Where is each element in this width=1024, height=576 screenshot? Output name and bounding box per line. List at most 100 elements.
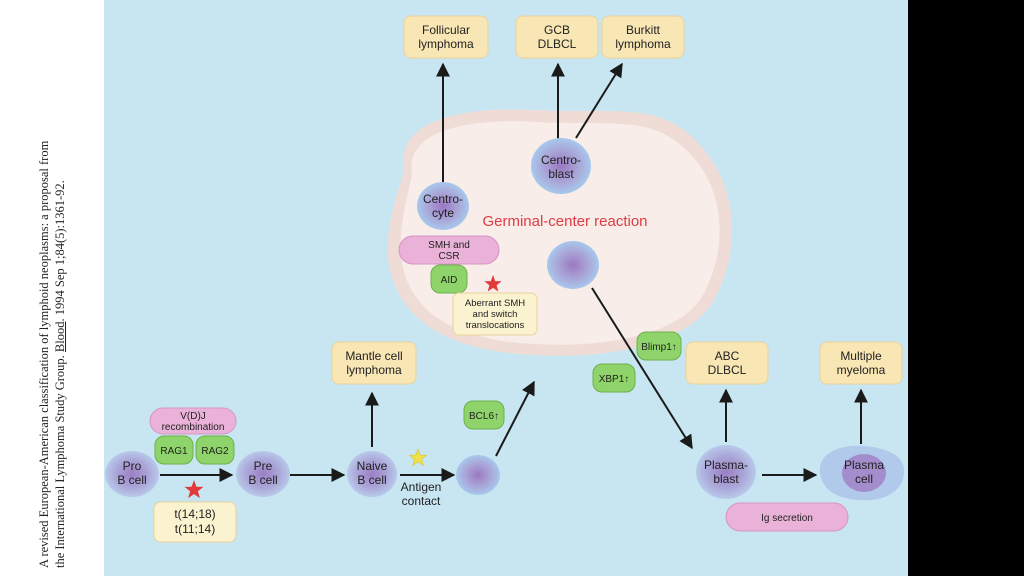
arrows <box>160 62 868 482</box>
lymphoma-burkitt-box <box>601 15 685 59</box>
tag-blimp1-label: Blimp1↑ <box>641 342 677 353</box>
lymphoma-myeloma-line1: Multiple <box>840 349 882 363</box>
tag-ig-secretion: Ig secretion <box>725 502 849 532</box>
cell-centrocyte-body <box>417 182 469 230</box>
cell-naive-b-line1: Naive <box>357 459 388 473</box>
tag-vdj: V(D)J recombination <box>149 407 237 435</box>
cell-centrocyte: Centro- cyte <box>417 182 469 230</box>
translocation-box: t(14;18) t(11;14) <box>153 501 237 543</box>
tag-blimp1: Blimp1↑ <box>636 331 682 361</box>
cell-plasmablast-line1: Plasma- <box>704 458 748 472</box>
lymphoma-myeloma-box <box>819 341 903 385</box>
cell-plasma-nucleus <box>842 454 886 492</box>
arrow-to-plasmablast <box>591 287 693 450</box>
lymphoma-myeloma-line2: myeloma <box>837 363 886 377</box>
tag-vdj-line1: V(D)J <box>180 411 206 422</box>
lymphoma-mantle-box <box>331 341 417 385</box>
red-star-icon-germinal <box>484 275 502 292</box>
citation-journal: Blood <box>53 321 67 353</box>
tag-ig-secretion-box <box>725 502 849 532</box>
translocation-line2: t(11;14) <box>175 522 215 536</box>
tag-rag1: RAG1 <box>154 435 194 465</box>
lymphoma-follicular: Follicular lymphoma <box>403 15 489 59</box>
germinal-center-inner <box>400 121 720 345</box>
lymphoma-gcb-line2: DLBCL <box>538 37 577 51</box>
tag-rag2: RAG2 <box>195 435 235 465</box>
aberrant-note-box <box>452 292 538 336</box>
lymphoma-abc-line1: ABC <box>715 349 740 363</box>
cell-centrocyte-line2: cyte <box>432 206 454 220</box>
aberrant-note-line2: and switch <box>473 309 518 320</box>
tag-bcl6-box <box>463 400 505 430</box>
cell-pro-b-body <box>105 451 159 497</box>
aberrant-note-line1: Aberrant SMH <box>465 298 525 309</box>
cell-centroblast-line2: blast <box>548 167 574 181</box>
right-margin <box>908 0 1024 576</box>
cell-pre-b-line1: Pre <box>254 459 273 473</box>
lymphoma-burkitt: Burkitt lymphoma <box>601 15 685 59</box>
tag-smh-csr: SMH and CSR <box>398 235 500 265</box>
arrow-to-burkitt <box>575 62 623 139</box>
germinal-center-label: Germinal-center reaction <box>482 213 647 230</box>
lymphoma-gcb-box <box>515 15 599 59</box>
cell-plasma: Plasma cell <box>819 445 905 501</box>
tag-bcl6: BCL6↑ <box>463 400 505 430</box>
cell-plasma-line2: cell <box>855 472 873 486</box>
translocation-line1: t(14;18) <box>174 507 215 521</box>
lymphoma-burkitt-line1: Burkitt <box>626 23 661 37</box>
lymphoma-burkitt-line2: lymphoma <box>615 37 671 51</box>
cell-centroblast-line1: Centro- <box>541 153 581 167</box>
cell-centrocyte-line1: Centro- <box>423 192 463 206</box>
tag-rag1-box <box>154 435 194 465</box>
cell-pro-b-line1: Pro <box>123 459 142 473</box>
tag-smh-csr-line2: CSR <box>438 251 459 262</box>
yellow-star-icon <box>408 448 428 467</box>
antigen-contact-line2: contact <box>402 494 441 508</box>
cell-pro-b-line2: B cell <box>117 473 146 487</box>
tag-rag2-box <box>195 435 235 465</box>
cell-pre-b: Pre B cell <box>236 451 290 497</box>
cell-pre-b-body <box>236 451 290 497</box>
tag-rag2-label: RAG2 <box>201 446 229 457</box>
lymphoma-follicular-box <box>403 15 489 59</box>
tag-aid-box <box>430 264 468 294</box>
lymphoma-abc-line2: DLBCL <box>708 363 747 377</box>
tag-vdj-line2: recombination <box>162 422 225 433</box>
lymphoma-abc-box <box>685 341 769 385</box>
citation-panel: A revised European-American classificati… <box>0 0 104 576</box>
translocation-box-frame <box>153 501 237 543</box>
red-star-icon <box>184 480 204 499</box>
tag-smh-csr-line1: SMH and <box>428 240 470 251</box>
tag-vdj-box <box>149 407 237 435</box>
tag-ig-secretion-label: Ig secretion <box>761 513 813 524</box>
tag-xbp1-box <box>592 363 636 393</box>
cell-germinal-center-exit <box>547 241 599 289</box>
tag-rag1-label: RAG1 <box>160 446 188 457</box>
tag-aid: AID <box>430 264 468 294</box>
citation-line-1: A revised European-American classificati… <box>37 140 51 568</box>
lymphoma-mantle: Mantle cell lymphoma <box>331 341 417 385</box>
citation-line-2-prefix: the International Lymphoma Study Group. <box>53 352 67 568</box>
cell-plasmablast-body <box>696 445 756 499</box>
cell-naive-b-body <box>347 451 397 497</box>
cell-activated-b <box>456 455 500 495</box>
cell-pre-b-line2: B cell <box>248 473 277 487</box>
cell-plasmablast-line2: blast <box>713 472 739 486</box>
cell-centroblast-body <box>531 138 591 194</box>
cell-plasmablast: Plasma- blast <box>696 445 756 499</box>
tag-aid-label: AID <box>441 275 458 286</box>
citation-line-2-suffix: . 1994 Sep 1;84(5):1361-92. <box>53 180 67 322</box>
cell-centroblast: Centro- blast <box>531 138 591 194</box>
b-cell-development-figure: Follicular lymphoma GCB DLBCL Burkitt ly… <box>104 0 908 576</box>
lymphoma-myeloma: Multiple myeloma <box>819 341 903 385</box>
citation-line-2: the International Lymphoma Study Group. … <box>52 8 68 568</box>
tag-bcl6-label: BCL6↑ <box>469 411 499 422</box>
citation-text: A revised European-American classificati… <box>36 8 68 568</box>
lymphoma-gcb-line1: GCB <box>544 23 570 37</box>
tag-blimp1-box <box>636 331 682 361</box>
lymphoma-follicular-line2: lymphoma <box>418 37 474 51</box>
cell-plasma-line1: Plasma <box>844 458 884 472</box>
arrow-to-germinal-center <box>495 380 535 457</box>
cell-naive-b: Naive B cell <box>347 451 397 497</box>
lymphoma-mantle-line2: lymphoma <box>346 363 402 377</box>
